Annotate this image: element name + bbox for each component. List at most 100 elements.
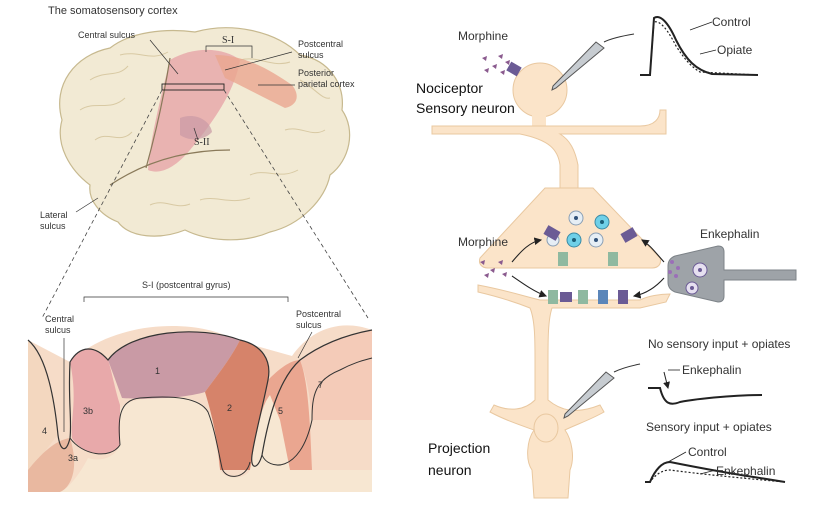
receptor xyxy=(548,290,558,304)
area-3a xyxy=(28,438,75,492)
receptor xyxy=(578,290,588,304)
section-central-label-2: sulcus xyxy=(45,325,71,335)
area-2-label: 2 xyxy=(227,403,232,413)
opiate-leader xyxy=(699,49,717,55)
s1-band xyxy=(148,49,240,172)
nociceptor-label-2: Sensory neuron xyxy=(416,100,515,116)
recording-electrode-top xyxy=(551,33,635,91)
section-bracket xyxy=(83,296,289,302)
white-matter xyxy=(60,395,372,492)
nociceptor-axon xyxy=(431,109,667,191)
area-7-label: 7 xyxy=(318,380,323,390)
nociceptor-soma xyxy=(512,62,568,118)
projection-neuron-body xyxy=(477,284,671,499)
section-title: S-I (postcentral gyrus) xyxy=(142,280,231,290)
area-7 xyxy=(300,330,372,420)
opioid-receptor xyxy=(618,290,628,304)
brain-illustration xyxy=(59,27,351,241)
postcentral-sulcus-label-1: Postcentral xyxy=(298,39,343,49)
trace-no-input xyxy=(648,369,763,405)
opioid-receptor xyxy=(620,227,638,243)
enkephalin-label-bottom: Enkephalin xyxy=(716,464,775,478)
area-3b xyxy=(70,348,120,454)
posterior-parietal-region xyxy=(215,55,297,108)
leader-lines xyxy=(75,39,295,213)
section-indicator xyxy=(161,83,225,91)
recording-electrode-bottom xyxy=(563,363,641,419)
area-5-label: 5 xyxy=(278,406,283,416)
lateral-sulcus-label-1: Lateral xyxy=(40,210,68,220)
morphine-particles-top xyxy=(482,54,522,77)
presynaptic-receptors xyxy=(543,225,638,266)
opiate-label: Opiate xyxy=(717,43,753,57)
opioid-receptor xyxy=(543,225,561,241)
no-input-title: No sensory input + opiates xyxy=(648,337,790,351)
enkephalin-trace-bottom xyxy=(645,469,786,483)
lateral-sulcus-label-2: sulcus xyxy=(40,221,66,231)
area-3a-label: 3a xyxy=(68,453,78,463)
receptor xyxy=(598,290,608,304)
opiate-trace xyxy=(640,21,759,76)
area-4-label: 4 xyxy=(42,426,47,436)
morphine-label-mid: Morphine xyxy=(458,235,508,249)
with-input-title: Sensory input + opiates xyxy=(646,420,772,434)
presynaptic-terminal xyxy=(479,187,661,269)
nociceptor-label-1: Nociceptor xyxy=(416,80,483,96)
right-panel: Morphine Nociceptor Sensory neuron Contr… xyxy=(416,15,797,499)
panel-title: The somatosensory cortex xyxy=(48,5,178,17)
calcium-channel xyxy=(608,252,618,266)
cortex-surface-outline xyxy=(27,329,373,467)
section-postcentral-label-2: sulcus xyxy=(296,320,322,330)
enkephalin-release-dots xyxy=(668,260,680,278)
arrow-morphine-pre xyxy=(511,237,543,263)
projection-lines xyxy=(41,89,369,319)
area-1-label: 1 xyxy=(155,366,160,376)
enkephalin-hyperpolarization-trace xyxy=(648,387,763,405)
s2-region xyxy=(180,115,212,140)
opioid-receptor xyxy=(560,292,572,302)
central-sulcus-line xyxy=(145,57,171,169)
enkephalin-arrow xyxy=(663,371,670,389)
projection-nucleus xyxy=(533,413,559,443)
arrow-morphine-post xyxy=(511,275,548,298)
posterior-parietal-label-1: Posterior xyxy=(298,68,334,78)
area-1 xyxy=(108,331,240,399)
trace-with-input xyxy=(645,451,786,483)
control-leader xyxy=(689,21,713,31)
section-leader-lines xyxy=(63,331,313,432)
calcium-channel xyxy=(558,252,568,266)
section-postcentral-label-1: Postcentral xyxy=(296,309,341,319)
morphine-label-top: Morphine xyxy=(458,29,508,43)
lateral-sulcus-line xyxy=(109,149,231,186)
projection-label-1: Projection xyxy=(428,440,490,456)
enkephalin-neuron-body xyxy=(667,245,797,303)
control-label-top: Control xyxy=(712,15,751,29)
s1-label: S-I xyxy=(222,35,234,46)
control-trace xyxy=(640,16,759,76)
morphine-particles-mid xyxy=(480,260,507,278)
postsynaptic-receptors xyxy=(548,290,628,304)
postcentral-sulcus-label-2: sulcus xyxy=(298,50,324,60)
enkephalin-neuron-label: Enkephalin xyxy=(700,227,759,241)
enkephalin-neuron xyxy=(667,245,797,303)
s2-label: S-II xyxy=(194,137,210,148)
control-label-bottom: Control xyxy=(688,445,727,459)
white-matter-outline xyxy=(118,396,251,477)
trace-control-opiate xyxy=(640,16,759,76)
synaptic-vesicles xyxy=(546,210,610,248)
cortex-cross-section xyxy=(27,325,373,492)
section-central-label-1: Central xyxy=(45,314,74,324)
arrow-enkephalin-post xyxy=(632,277,665,299)
central-sulcus-label: Central sulcus xyxy=(78,30,136,40)
projection-label-2: neuron xyxy=(428,462,472,478)
left-panel: The somatosensory cortex xyxy=(27,5,373,492)
enkephalin-trace-label: Enkephalin xyxy=(682,363,741,377)
nociceptor-neuron xyxy=(431,62,667,191)
sulcus-floor-outline xyxy=(69,437,121,455)
projection-neuron xyxy=(477,284,671,499)
deep-outline xyxy=(261,357,373,466)
control-trace-bottom xyxy=(645,460,786,483)
area-2 xyxy=(205,340,269,470)
brain-gyri xyxy=(79,51,331,207)
